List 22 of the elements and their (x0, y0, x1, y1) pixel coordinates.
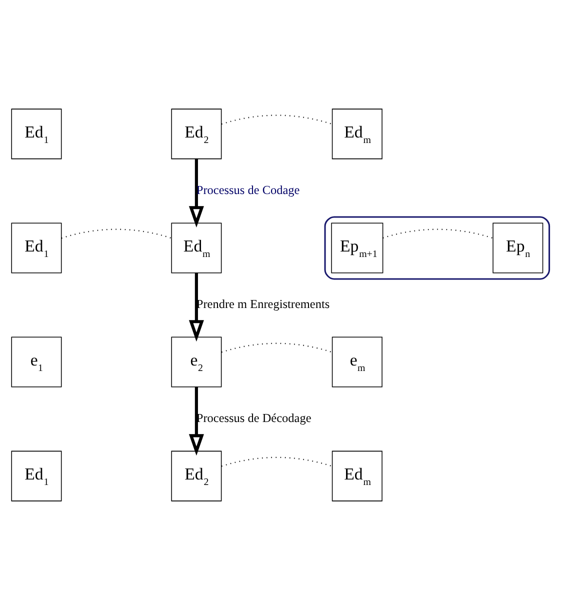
node-box: Ed$_{1}$ (11, 450, 62, 501)
connector (221, 114, 332, 124)
node-box: Ep$_{n}$ (492, 222, 544, 273)
node-box: Ed$_{m}$ (332, 108, 382, 159)
node-box: e$_{1}$ (11, 336, 62, 387)
node-box: Ed$_{2}$ (171, 108, 222, 159)
node-box: Ep$_{m+1}$ (331, 222, 384, 273)
node-box: e$_{m}$ (332, 336, 382, 387)
arrow (188, 158, 204, 228)
connector (382, 228, 494, 238)
connector (221, 342, 332, 352)
arrow (188, 386, 204, 456)
node-box: Ed$_{m}$ (332, 450, 382, 501)
node-box: Ed$_{2}$ (171, 450, 222, 501)
connector (221, 456, 332, 466)
node-box: Ed$_{m}$ (171, 222, 222, 273)
node-box: Ed$_{1}$ (11, 222, 62, 273)
connector (61, 228, 172, 238)
arrow (188, 272, 204, 342)
cluster (324, 216, 550, 280)
node-box: e$_{2}$ (171, 336, 222, 387)
node-box: Ed$_{1}$ (11, 108, 62, 159)
